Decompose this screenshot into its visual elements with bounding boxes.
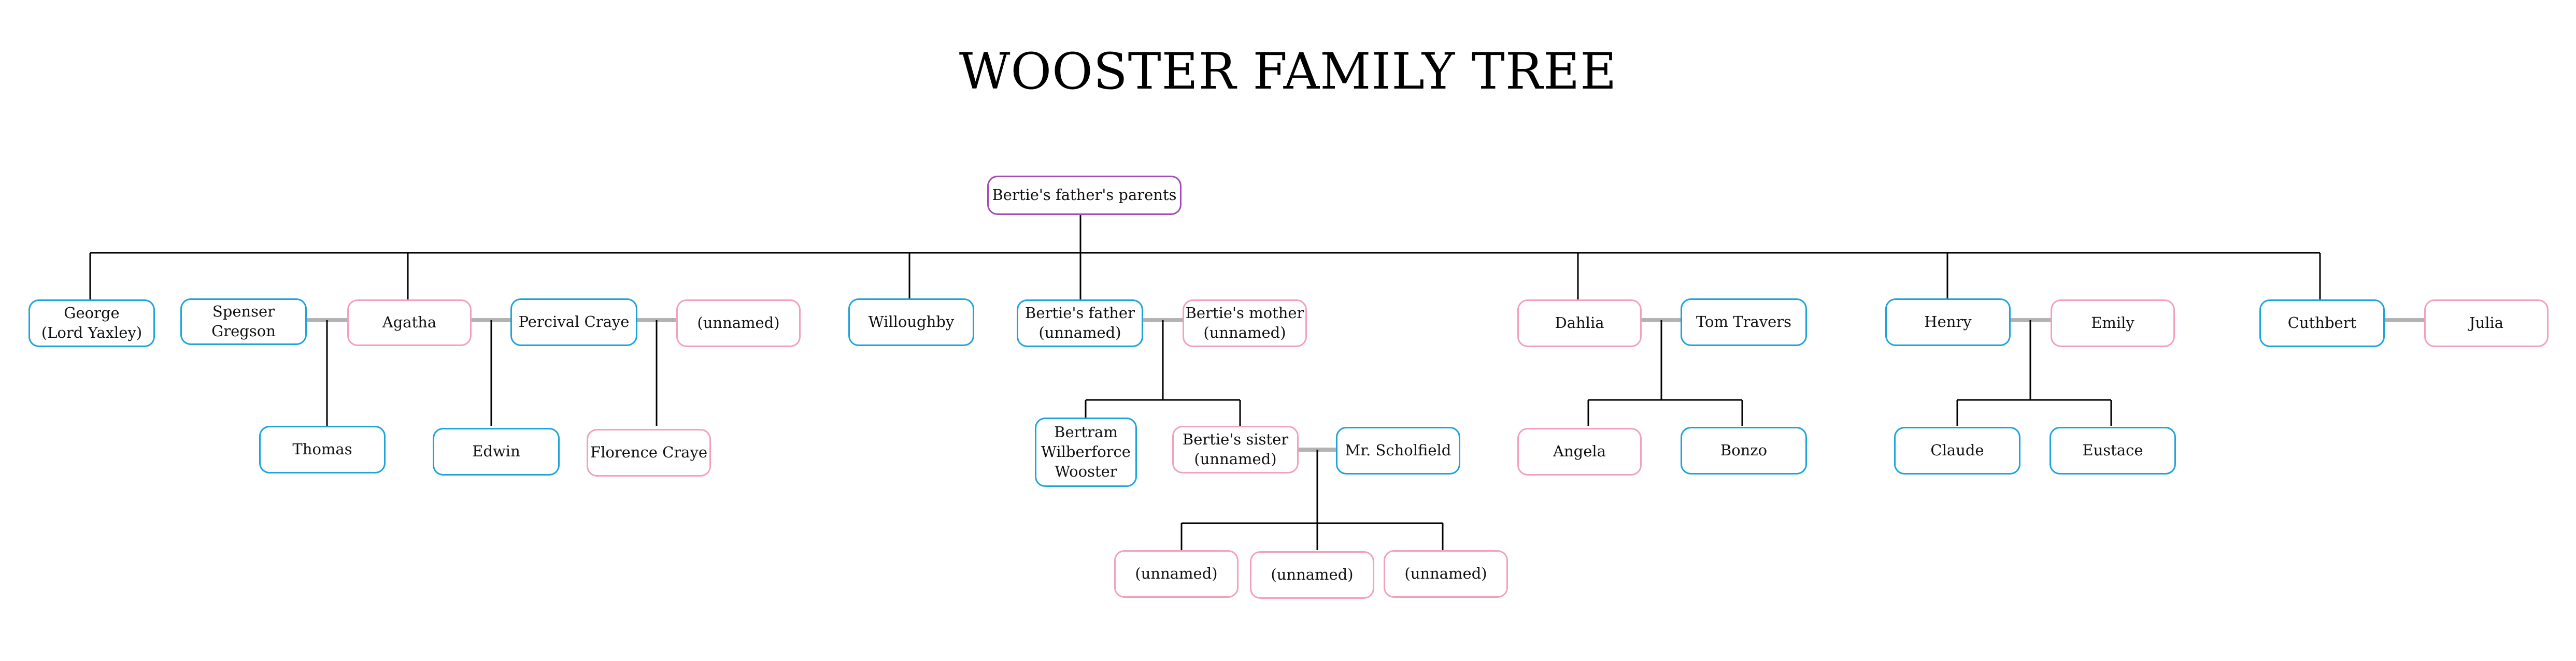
person-julia: Julia: [2424, 299, 2549, 347]
person-henry: Henry: [1885, 298, 2011, 346]
person-george: George (Lord Yaxley): [29, 299, 155, 347]
person-grandchild-unnamed-2: (unnamed): [1250, 551, 1374, 599]
person-berties-fathers-parents: Bertie's father's parents: [987, 176, 1182, 215]
person-dahlia: Dahlia: [1517, 299, 1642, 347]
person-berties-mother: Bertie's mother (unnamed): [1183, 299, 1307, 347]
person-edwin: Edwin: [433, 428, 560, 476]
person-berties-father: Bertie's father (unnamed): [1017, 299, 1143, 347]
person-agatha: Agatha: [347, 299, 472, 346]
person-grandchild-unnamed-1: (unnamed): [1114, 550, 1239, 598]
person-thomas: Thomas: [259, 426, 386, 473]
person-willoughby: Willoughby: [848, 298, 974, 346]
person-bertram-wilberforce-wooster: Bertram Wilberforce Wooster: [1035, 418, 1137, 487]
person-angela: Angela: [1517, 428, 1642, 476]
person-eustace: Eustace: [2050, 427, 2176, 475]
diagram-title: WOOSTER FAMILY TREE: [959, 42, 1617, 100]
person-percival-craye: Percival Craye: [510, 298, 637, 346]
person-tom-travers: Tom Travers: [1681, 298, 1807, 346]
person-cuthbert: Cuthbert: [2259, 299, 2385, 347]
person-florence-craye: Florence Craye: [587, 429, 711, 477]
person-percival-wife-unnamed: (unnamed): [676, 299, 801, 347]
person-mr-scholfield: Mr. Scholfield: [1336, 427, 1460, 475]
person-spenser-gregson: Spenser Gregson: [180, 298, 307, 345]
person-emily: Emily: [2051, 299, 2175, 347]
person-bonzo: Bonzo: [1681, 427, 1807, 475]
person-berties-sister: Bertie's sister (unnamed): [1172, 426, 1299, 473]
person-claude: Claude: [1894, 427, 2020, 475]
person-grandchild-unnamed-3: (unnamed): [1384, 550, 1508, 598]
